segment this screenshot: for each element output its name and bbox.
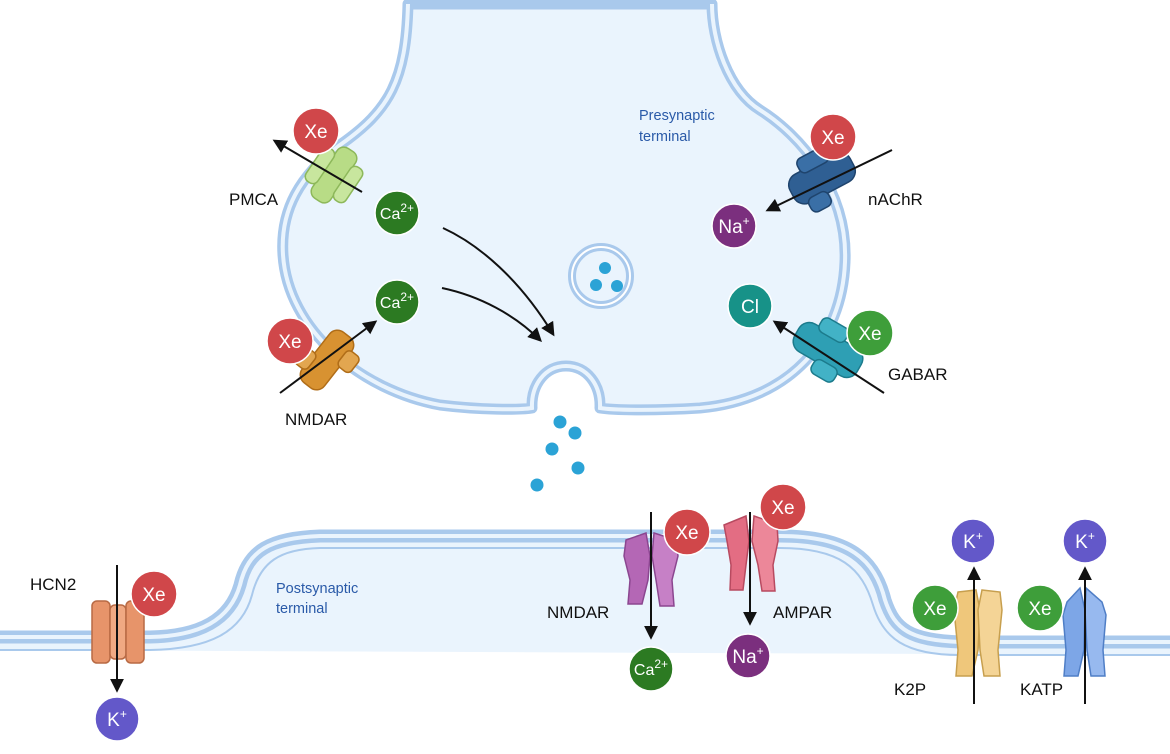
potassium-ion: K+ (950, 518, 996, 564)
svg-text:Ca2+: Ca2+ (380, 201, 414, 223)
xe-ion-nmdar-post: Xe (663, 508, 711, 556)
svg-text:Xe: Xe (278, 332, 301, 353)
xe-ion-nachr: Xe (809, 113, 857, 161)
calcium-ion: Ca2+ (628, 646, 674, 692)
svg-text:Xe: Xe (142, 585, 165, 606)
pmca-channel: PMCA (229, 139, 364, 209)
sodium-ion: Na+ (725, 633, 771, 679)
chloride-ion: Cl (727, 283, 773, 329)
svg-text:Ca2+: Ca2+ (380, 290, 414, 312)
ampar-channel: AMPAR (723, 512, 832, 626)
k2p-channel: K2P (894, 566, 1003, 704)
ampar-label: AMPAR (773, 603, 832, 622)
neurotransmitter-dot (553, 415, 567, 429)
xe-ion-pmca: Xe (292, 107, 340, 155)
neurotransmitter-dot (568, 426, 582, 440)
ions-layer: Xe Xe Xe Xe Ca2+ Ca2+ Na+ (94, 107, 1108, 742)
xe-ion-hcn2: Xe (130, 570, 178, 618)
nmdar-pre-label: NMDAR (285, 410, 347, 429)
calcium-ion: Ca2+ (374, 279, 420, 325)
neurotransmitter-dot (590, 279, 602, 291)
xe-ion-k2p: Xe (911, 584, 959, 632)
neurotransmitter-dot (571, 461, 585, 475)
hcn2-channel: HCN2 (30, 565, 145, 693)
synaptic-vesicle (568, 243, 634, 309)
k2p-label: K2P (894, 680, 926, 699)
xe-ion-nmdar-pre: Xe (266, 317, 314, 365)
calcium-flow-arrow (441, 287, 542, 342)
pmca-label: PMCA (229, 190, 279, 209)
svg-text:Ca2+: Ca2+ (634, 657, 668, 679)
svg-text:Xe: Xe (923, 599, 946, 620)
xe-ion-katp: Xe (1016, 584, 1064, 632)
presynaptic-terminal: Presynaptic terminal PMCA (229, 0, 948, 429)
potassium-ion: K+ (1062, 518, 1108, 564)
nmdar-post-label: NMDAR (547, 603, 609, 622)
calcium-ion: Ca2+ (374, 190, 420, 236)
gabar-label: GABAR (888, 365, 948, 384)
neurotransmitter-dot (611, 280, 623, 292)
nachr-label: nAChR (868, 190, 923, 209)
postsynaptic-label-line2: terminal (276, 601, 328, 617)
released-neurotransmitters (530, 415, 585, 492)
postsynaptic-terminal: Postsynaptic terminal HCN2 NMDAR AMPAR (0, 512, 1170, 754)
svg-text:Na+: Na+ (732, 644, 763, 668)
svg-text:K+: K+ (107, 707, 127, 731)
svg-text:Xe: Xe (675, 523, 698, 544)
svg-text:K+: K+ (963, 529, 983, 553)
xe-ion-ampar: Xe (759, 483, 807, 531)
svg-text:Xe: Xe (1028, 599, 1051, 620)
svg-text:K+: K+ (1075, 529, 1095, 553)
xe-ion-gabar: Xe (846, 309, 894, 357)
katp-channel: KATP (1020, 566, 1107, 704)
gabar-channel: GABAR (772, 317, 948, 394)
katp-label: KATP (1020, 680, 1063, 699)
postsynaptic-label-line1: Postsynaptic (276, 581, 358, 597)
svg-text:Cl: Cl (741, 297, 759, 318)
calcium-flow-arrow (442, 227, 555, 337)
svg-text:Xe: Xe (821, 128, 844, 149)
presynaptic-label-line1: Presynaptic (639, 108, 715, 124)
neurotransmitter-dot (530, 478, 544, 492)
svg-text:Xe: Xe (771, 498, 794, 519)
potassium-ion: K+ (94, 696, 140, 742)
sodium-ion: Na+ (711, 203, 757, 249)
presynaptic-membrane (277, 0, 851, 416)
presynaptic-label-line2: terminal (639, 129, 691, 145)
neurotransmitter-dot (599, 262, 611, 274)
hcn2-label: HCN2 (30, 575, 76, 594)
neurotransmitter-dot (545, 442, 559, 456)
svg-text:Na+: Na+ (718, 214, 749, 238)
svg-text:Xe: Xe (304, 122, 327, 143)
nmdar-post-channel: NMDAR (547, 512, 679, 640)
svg-text:Xe: Xe (858, 324, 881, 345)
